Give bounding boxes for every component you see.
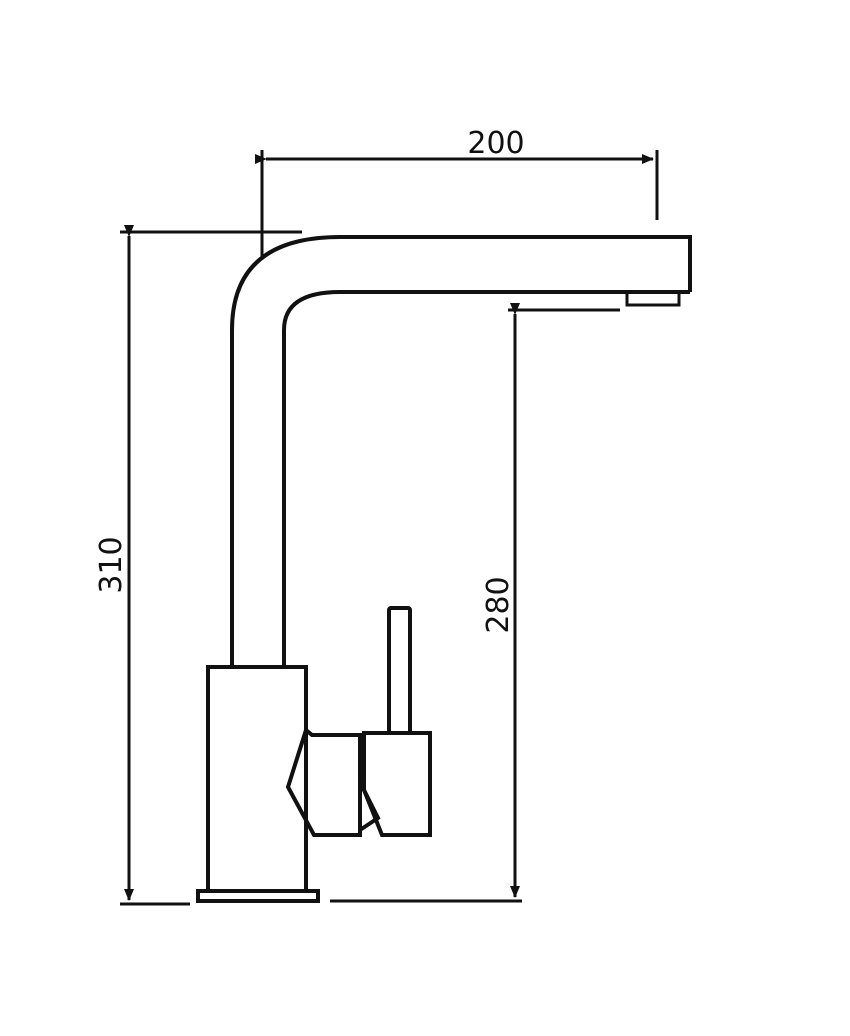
spout-inner-edge bbox=[282, 290, 690, 667]
dimension-spout-height: 280 bbox=[330, 303, 620, 903]
handle-block bbox=[362, 731, 432, 837]
dimension-label-280: 280 bbox=[481, 576, 516, 633]
aerator bbox=[625, 290, 681, 307]
base-plate bbox=[196, 889, 320, 903]
handle-hub bbox=[285, 728, 362, 837]
dimension-label-310: 310 bbox=[94, 536, 129, 593]
faucet-outline bbox=[196, 235, 692, 903]
dimension-total-height: 310 bbox=[94, 225, 302, 906]
handle-lever bbox=[387, 606, 412, 735]
dimension-spout-reach: 200 bbox=[255, 126, 659, 258]
dimension-label-200: 200 bbox=[467, 126, 524, 161]
